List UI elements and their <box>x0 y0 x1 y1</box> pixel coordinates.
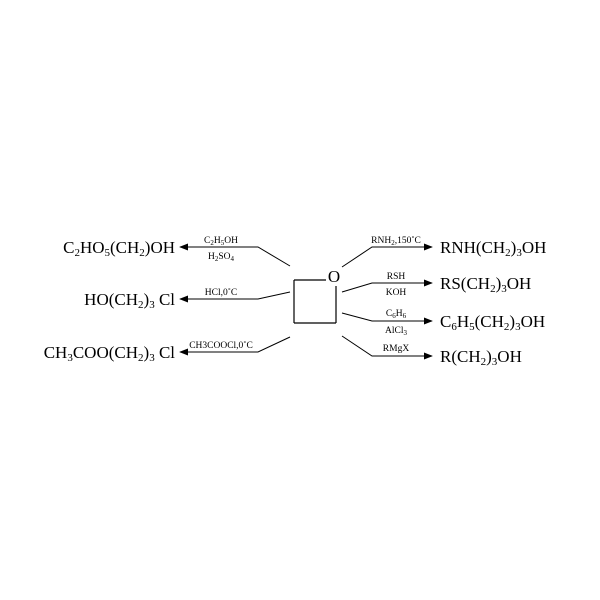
reagent-benzene-above: C6H6 <box>386 309 407 320</box>
reagent-grignard: RMgX <box>383 344 410 354</box>
arrow-ethanol <box>179 243 291 267</box>
arrow-grignard <box>341 335 433 360</box>
product-grignard: R(CH2)3OH <box>440 347 522 368</box>
product-ethanol: C2HO5(CH2)OH <box>63 238 175 259</box>
reagent-amine: RNH2,150˚C <box>371 235 421 247</box>
reagent-ethanol-above: C2H5OH <box>204 236 238 247</box>
arrow-benzene <box>341 312 433 325</box>
reagent-acetyl-chloride: CH3COOCl,0˚C <box>189 340 253 351</box>
arrow-thiol <box>341 279 433 293</box>
oxetane-ring: O <box>293 267 340 324</box>
product-benzene: C6H5(CH2)3OH <box>440 312 545 333</box>
ring-oxygen-label: O <box>328 267 340 286</box>
reagent-thiol-below: KOH <box>386 288 407 298</box>
reagent-thiol-above: RSH <box>387 272 406 282</box>
arrow-hcl <box>179 291 291 303</box>
reagent-hcl: HCl,0˚C <box>205 287 237 298</box>
arrow-acetyl-chloride <box>179 336 291 356</box>
reagent-benzene-below: AlCl3 <box>385 326 407 337</box>
arrow-amine <box>341 243 433 268</box>
product-amine: RNH(CH2)3OH <box>440 238 546 259</box>
product-acetyl-chloride: CH3COO(CH2)3 Cl <box>44 343 176 364</box>
reagent-ethanol-below: H2SO4 <box>208 252 235 263</box>
product-thiol: RS(CH2)3OH <box>440 274 531 295</box>
product-hcl: HO(CH2)3 Cl <box>84 290 175 311</box>
